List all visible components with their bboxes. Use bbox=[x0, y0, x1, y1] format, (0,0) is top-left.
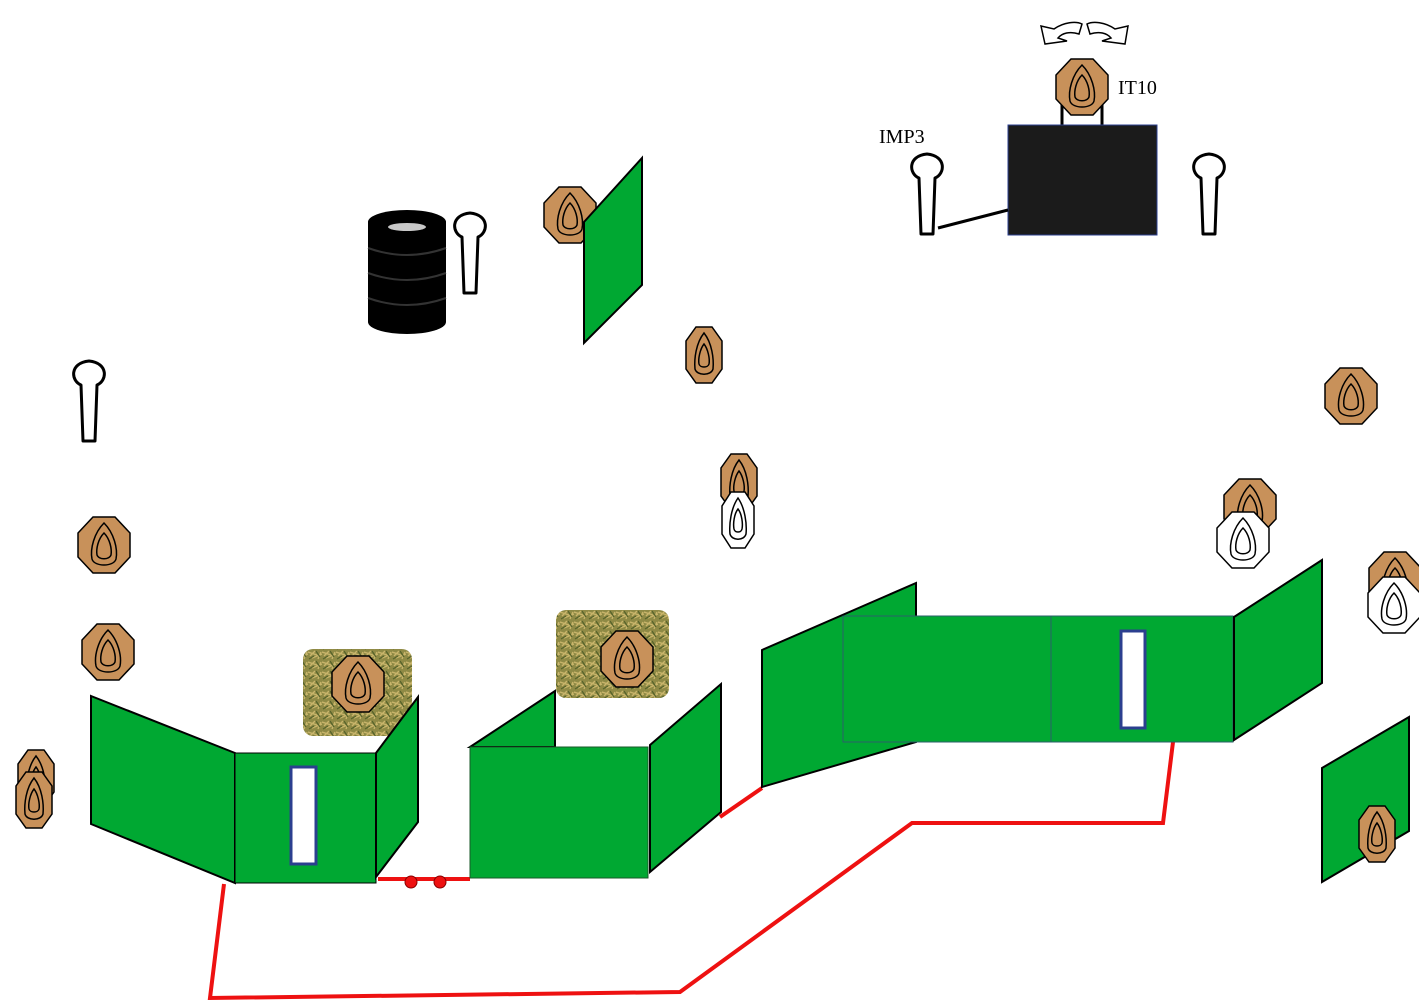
paper-target-icon bbox=[1324, 367, 1378, 425]
label-it10: IT10 bbox=[1118, 77, 1157, 99]
no-shoot-target-icon bbox=[1367, 576, 1419, 634]
wall-panel bbox=[90, 694, 236, 885]
paper-target-icon bbox=[1358, 805, 1396, 863]
steel-popper-icon bbox=[910, 152, 944, 236]
paper-target-icon bbox=[331, 655, 385, 713]
steel-popper-icon bbox=[453, 211, 487, 295]
swing-arrows-icon bbox=[1040, 21, 1129, 45]
wall-panel bbox=[375, 694, 419, 880]
fault-line-marker bbox=[404, 875, 418, 889]
wall-panel bbox=[1233, 558, 1323, 742]
no-shoot-target-icon bbox=[1216, 511, 1270, 569]
steel-popper-icon bbox=[72, 359, 106, 443]
paper-target-icon bbox=[685, 326, 723, 384]
wall-panel-front bbox=[469, 746, 649, 879]
port-window bbox=[1119, 629, 1147, 730]
port-window bbox=[289, 765, 318, 866]
wall-panel bbox=[583, 155, 643, 346]
no-shoot-target-icon bbox=[721, 491, 755, 549]
paper-target-icon bbox=[81, 623, 135, 681]
label-imp3: IMP3 bbox=[879, 126, 925, 148]
wall-panel bbox=[466, 689, 556, 748]
paper-target-icon bbox=[600, 630, 654, 688]
activation-cable bbox=[937, 208, 1009, 230]
paper-target-icon bbox=[15, 771, 53, 829]
wall-panel bbox=[649, 681, 722, 875]
fault-line-marker bbox=[433, 875, 447, 889]
paper-target-icon bbox=[1055, 58, 1109, 116]
steel-popper-icon bbox=[1192, 152, 1226, 236]
tire-stack-icon bbox=[367, 210, 447, 334]
fault-line bbox=[207, 741, 1175, 1001]
wall-panel-front bbox=[842, 615, 1052, 743]
mover-icon bbox=[1007, 124, 1158, 236]
paper-target-icon bbox=[77, 516, 131, 574]
